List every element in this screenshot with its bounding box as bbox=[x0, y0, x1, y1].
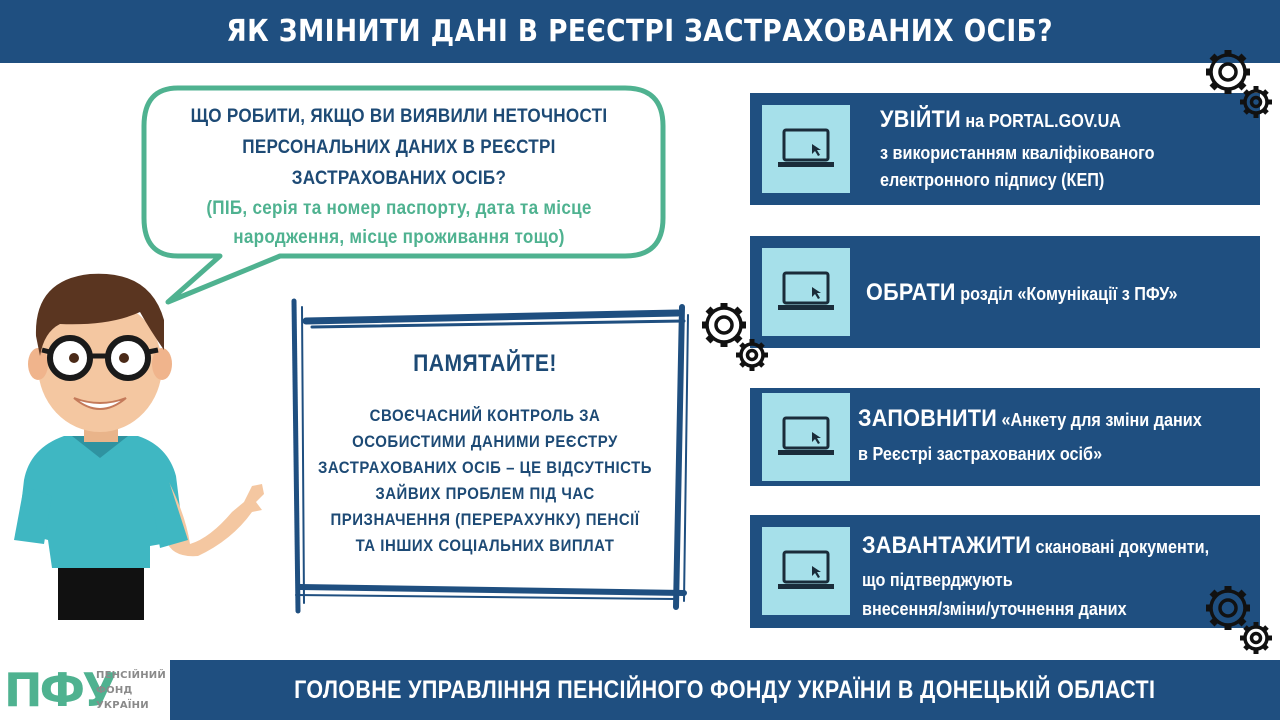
remember-line: ОСОБИСТИМИ ДАНИМИ РЕЄСТРУ bbox=[352, 432, 618, 451]
step-detail: розділ «Комунікації з ПФУ» bbox=[955, 284, 1178, 304]
remember-frame: ПАМЯТАЙТЕ! СВОЄЧАСНИЙ КОНТРОЛЬ ЗА ОСОБИС… bbox=[280, 295, 700, 615]
remember-line: СВОЄЧАСНИЙ КОНТРОЛЬ ЗА bbox=[369, 406, 601, 425]
step-action: ЗАПОВНИТИ bbox=[858, 405, 998, 432]
remember-text: СВОЄЧАСНИЙ КОНТРОЛЬ ЗА ОСОБИСТИМИ ДАНИМИ… bbox=[313, 403, 656, 559]
footer-bar: ГОЛОВНЕ УПРАВЛІННЯ ПЕНСІЙНОГО ФОНДУ УКРА… bbox=[170, 660, 1280, 720]
footer-text: ГОЛОВНЕ УПРАВЛІННЯ ПЕНСІЙНОГО ФОНДУ УКРА… bbox=[294, 675, 1156, 704]
bubble-note-line: (ПІБ, серія та номер паспорту, дата та м… bbox=[206, 198, 592, 219]
page-title: ЯК ЗМІНИТИ ДАНІ В РЕЄСТРІ ЗАСТРАХОВАНИХ … bbox=[226, 14, 1054, 49]
remember-title: ПАМЯТАЙТЕ! bbox=[413, 350, 557, 377]
step-detail: з використанням кваліфікованого bbox=[880, 143, 1155, 163]
step-detail: «Анкету для зміни даних bbox=[997, 410, 1202, 430]
speech-bubble-shape bbox=[141, 85, 666, 305]
logo-line: ПЕНСІЙНИЙ bbox=[96, 670, 166, 681]
title-bar: ЯК ЗМІНИТИ ДАНІ В РЕЄСТРІ ЗАСТРАХОВАНИХ … bbox=[0, 0, 1280, 63]
step-login: УВІЙТИ на PORTAL.GOV.UA з використанням … bbox=[750, 93, 1260, 205]
step-fill: ЗАПОВНИТИ «Анкету для зміни даних в Реєс… bbox=[750, 388, 1260, 486]
logo-line: ФОНД bbox=[96, 685, 133, 696]
step-detail: що підтверджують bbox=[862, 570, 1013, 590]
bubble-question-line: ПЕРСОНАЛЬНИХ ДАНИХ В РЕЄСТРІ bbox=[242, 137, 556, 158]
speech-bubble: ЩО РОБИТИ, ЯКЩО ВИ ВИЯВИЛИ НЕТОЧНОСТІ ПЕ… bbox=[120, 80, 680, 320]
step-action: ЗАВАНТАЖИТИ bbox=[862, 532, 1032, 559]
pfu-logo-text: ПЕНСІЙНИЙ ФОНД УКРАЇНИ bbox=[96, 668, 166, 713]
bubble-note-line: народження, місце проживання тощо) bbox=[233, 227, 565, 248]
footer: ПФУ ПЕНСІЙНИЙ ФОНД УКРАЇНИ ГОЛОВНЕ УПРАВ… bbox=[0, 660, 1280, 720]
laptop-icon bbox=[762, 393, 850, 481]
laptop-icon bbox=[762, 527, 850, 615]
gear-icon bbox=[1206, 586, 1272, 654]
gear-icon bbox=[1206, 50, 1272, 118]
gear-icon bbox=[702, 303, 768, 371]
remember-line: ЗАСТРАХОВАНИХ ОСІБ – ЦЕ ВІДСУТНІСТЬ bbox=[317, 458, 653, 477]
step-action: ОБРАТИ bbox=[866, 279, 956, 306]
step-upload: ЗАВАНТАЖИТИ скановані документи, що підт… bbox=[750, 515, 1260, 628]
step-choose: ОБРАТИ розділ «Комунікації з ПФУ» bbox=[750, 236, 1260, 348]
bubble-question-line: ЗАСТРАХОВАНИХ ОСІБ? bbox=[291, 168, 507, 189]
step-detail: внесення/зміни/уточнення даних bbox=[862, 599, 1127, 619]
step-detail: електронного підпису (КЕП) bbox=[880, 170, 1105, 190]
remember-line: ЗАЙВИХ ПРОБЛЕМ ПІД ЧАС bbox=[375, 484, 595, 503]
frame-border bbox=[291, 298, 689, 614]
bubble-question-line: ЩО РОБИТИ, ЯКЩО ВИ ВИЯВИЛИ НЕТОЧНОСТІ bbox=[190, 106, 608, 127]
man-illustration bbox=[14, 273, 264, 620]
laptop-icon bbox=[762, 105, 850, 193]
step-detail: скановані документи, bbox=[1031, 537, 1210, 557]
step-action: УВІЙТИ bbox=[880, 106, 961, 133]
step-detail: на PORTAL.GOV.UA bbox=[960, 111, 1122, 131]
logo-line: УКРАЇНИ bbox=[96, 700, 149, 711]
laptop-icon bbox=[762, 248, 850, 336]
step-detail: в Реєстрі застрахованих осіб» bbox=[858, 444, 1103, 464]
remember-line: ТА ІНШИХ СОЦІАЛЬНИХ ВИПЛАТ bbox=[355, 536, 615, 555]
remember-line: ПРИЗНАЧЕННЯ (ПЕРЕРАХУНКУ) ПЕНСІЇ bbox=[330, 510, 640, 529]
pfu-logo: ПФУ bbox=[4, 663, 118, 717]
